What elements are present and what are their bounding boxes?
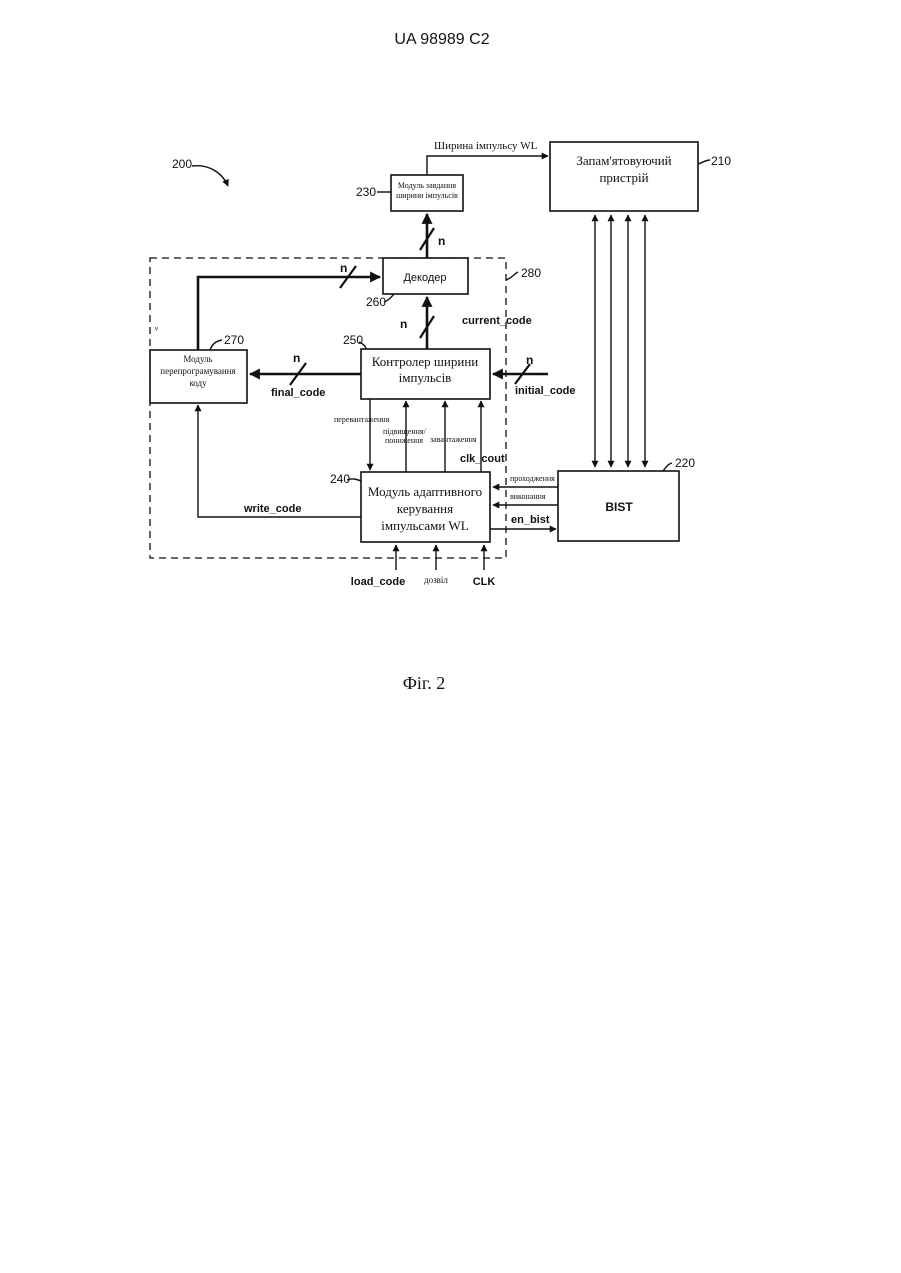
ref-210: 210 (711, 154, 731, 168)
wl-pulse-width-label: Ширина імпульсу WL (434, 140, 538, 152)
load-code-label: load_code (351, 576, 405, 588)
controller-label-line2: імпульсів (399, 370, 452, 385)
bus-width-n-4: n (293, 351, 300, 365)
increase-decrease-label-2: пониження (385, 436, 423, 445)
wl-pulse-width-arrow (427, 156, 548, 175)
reprogramming-line3: коду (189, 378, 207, 388)
clk-cout-label: clk_cout (460, 453, 505, 465)
small-mark: ᵥ (154, 322, 158, 332)
ref-200: 200 (172, 157, 192, 171)
arrow-200 (192, 166, 228, 186)
ref-220: 220 (675, 456, 695, 470)
bus-width-n-3: n (340, 261, 347, 275)
leader-280 (506, 272, 518, 280)
ref-270: 270 (224, 333, 244, 347)
write-code-label: write_code (243, 503, 301, 515)
adaptive-label-line2: керування (397, 501, 453, 516)
enable-label: дозвіл (424, 575, 448, 585)
leader-270 (210, 340, 222, 350)
patent-number: UA 98989 C2 (394, 31, 489, 48)
increase-decrease-label-1: підвищення/ (383, 427, 427, 436)
bus-width-n-5: n (526, 353, 533, 367)
bus-width-n-2: n (400, 317, 407, 331)
final-code-label: final_code (271, 387, 325, 399)
decoder-label: Декодер (403, 272, 446, 284)
leader-210 (698, 160, 710, 164)
ref-280: 280 (521, 266, 541, 280)
figure-caption: Фіг. 2 (403, 673, 446, 693)
bist-label: BIST (605, 500, 633, 514)
ref-250: 250 (343, 333, 363, 347)
ref-240: 240 (330, 472, 350, 486)
current-code-label: current_code (462, 315, 532, 327)
bus-width-n-1: n (438, 234, 445, 248)
pass-label: проходження (510, 474, 555, 483)
reprogramming-line2: перепрограмування (160, 366, 235, 376)
initial-code-label: initial_code (515, 385, 576, 397)
clk-label: CLK (473, 576, 496, 588)
execution-label: виконання (510, 492, 546, 501)
loading-label: завантаження (430, 435, 477, 444)
memory-label-line2: пристрій (599, 170, 648, 185)
ref-230: 230 (356, 185, 376, 199)
pulse-width-setter-line1: Модуль завдання (398, 181, 457, 190)
leader-220 (663, 463, 672, 471)
ref-260: 260 (366, 295, 386, 309)
en-bist-label: en_bist (511, 514, 550, 526)
reprogramming-line1: Модуль (183, 354, 212, 364)
controller-label-line1: Контролер ширини (372, 354, 479, 369)
overload-label: перевантаження (334, 415, 390, 424)
pulse-width-setter-line2: ширини імпульсів (396, 191, 458, 200)
memory-label-line1: Запам'ятовуючий (576, 153, 671, 168)
adaptive-label-line1: Модуль адаптивного (368, 484, 482, 499)
adaptive-label-line3: імпульсами WL (381, 518, 469, 533)
